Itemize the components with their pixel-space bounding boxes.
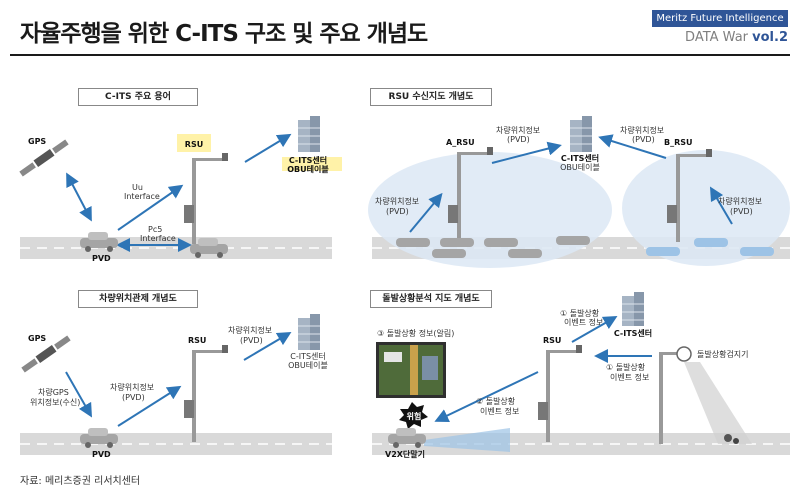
car-info-pvd: (PVD): [122, 393, 145, 402]
rsu-pole-icon: [667, 149, 712, 242]
page-title: 자율주행을 위한 C-ITS 구조 및 주요 개념도: [20, 21, 428, 47]
obu-table-label: OBU테이블: [288, 360, 328, 370]
right-cloud-pvd: (PVD): [730, 207, 753, 216]
v2x-terminal-label: V2X단말기: [385, 449, 425, 459]
rsu-highlight: [177, 134, 211, 152]
rsu-pole-icon: [184, 153, 228, 244]
uu-interface-label: Interface: [124, 192, 160, 201]
step1-label: ① 돌발상황: [560, 308, 600, 318]
panel-incident-analysis-map: RSU C-ITS센터 돌발상황검지기: [372, 292, 790, 459]
obu-table-label: OBU테이블: [560, 162, 600, 172]
car-icon: [388, 428, 426, 448]
left-cloud-pvd: (PVD): [386, 207, 409, 216]
rsu-center-arrow: [244, 133, 292, 163]
pc5-interface-label: Interface: [140, 234, 176, 243]
step2-label: ② 돌발상황: [476, 396, 516, 406]
detector-msg-label: ① 돌발상황: [606, 362, 646, 372]
series-prefix: DATA War: [685, 30, 753, 45]
reception-cloud-b: [622, 150, 790, 266]
left-cloud-label: 차량위치정보: [375, 196, 419, 206]
a-rsu-to-center-arrow: [491, 141, 562, 164]
building-icon: [298, 314, 320, 350]
gps-info-sub: 위치정보(수신): [30, 397, 80, 407]
car-icon: [80, 428, 118, 448]
step3-label: ③ 돌발상황 정보(알림): [377, 328, 454, 338]
panel2-title: RSU 수신지도 개념도: [370, 88, 492, 106]
pc5-label: Pc5: [148, 225, 162, 234]
panel4-title: 돌발상황분석 지도 개념도: [370, 290, 492, 308]
danger-label: 위험: [407, 411, 422, 421]
gps-car-arrow: [66, 172, 92, 222]
rsu-label: RSU: [185, 140, 203, 149]
center-label: C-ITS센터: [561, 153, 599, 163]
rsu-to-vehicle-arrow: [434, 371, 539, 422]
navigation-screen-image: [376, 342, 446, 398]
rsu-pole-icon: [448, 147, 493, 242]
right-cloud-label: 차량위치정보: [718, 196, 762, 206]
series-label: DATA War vol.2: [685, 30, 788, 45]
car-group-gray: [396, 236, 590, 258]
obu-table-label: OBU테이블: [287, 164, 329, 174]
rsu-pole-icon: [538, 345, 582, 442]
rsu-to-center-arrow: [243, 331, 292, 361]
building-icon: [622, 292, 644, 326]
pvd-label: PVD: [92, 450, 111, 459]
source-note: 자료: 메리츠증권 리서치센터: [20, 476, 141, 487]
header-rule: [10, 54, 790, 56]
detector-label: 돌발상황검지기: [697, 349, 749, 359]
panel-vehicle-location-control: GPS RSU C-ITS센터 OBU테이블 차량GPS 위치정보(수신) 차량…: [20, 314, 332, 459]
rsu-info-label: 차량위치정보: [228, 325, 272, 335]
car-group-blue: [646, 238, 774, 256]
pvd-label: PVD: [92, 254, 111, 263]
rsu-info-pvd: (PVD): [240, 336, 263, 345]
satellite-icon: [19, 139, 69, 177]
panel-rsu-reception-map: A_RSU B_RSU C-ITS센터 OBU테이블 차량위치정보 (PVD) …: [368, 116, 790, 268]
cloud-b-arrow: [709, 186, 733, 225]
detector-msg-sub: 이벤트 정보: [610, 372, 649, 382]
panel3-title: 차량위치관제 개념도: [78, 290, 198, 308]
uu-arrow: [117, 184, 184, 231]
building-icon: [570, 116, 592, 152]
step2-sub: 이벤트 정보: [480, 406, 519, 416]
center-label: C-ITS센터: [614, 328, 652, 338]
b-rsu-label: B_RSU: [664, 138, 693, 147]
series-volume: vol.2: [752, 30, 788, 45]
incident-detector-icon: [659, 346, 752, 444]
gps-to-car-arrow: [65, 371, 92, 418]
left-info-label: 차량위치정보: [496, 125, 540, 135]
gps-label: GPS: [28, 137, 46, 146]
center-label: C-ITS센터: [290, 351, 326, 361]
brand-badge: Meritz Future Intelligence: [652, 10, 788, 27]
satellite-icon: [21, 335, 71, 373]
rsu-label: RSU: [543, 336, 561, 345]
gps-label: GPS: [28, 334, 46, 343]
panel-c-its-terms: GPS RSU C-ITS센터 OBU테이블 Uu Interface Pc5 …: [19, 116, 342, 263]
center-label: C-ITS센터: [289, 155, 327, 165]
a-rsu-label: A_RSU: [446, 138, 475, 147]
panel1-title: C-ITS 주요 용어: [78, 88, 198, 106]
right-info-label: 차량위치정보: [620, 125, 664, 135]
reception-cloud-a: [368, 152, 612, 268]
b-rsu-to-center-arrow: [598, 134, 667, 159]
step1-sub: 이벤트 정보: [564, 317, 603, 327]
gps-info-label: 차량GPS: [38, 387, 69, 397]
rsu-label: RSU: [188, 336, 206, 345]
car-icon: [80, 232, 118, 252]
cloud-a-arrow: [409, 192, 443, 233]
uu-label: Uu: [132, 183, 143, 192]
center-highlight: [282, 157, 342, 171]
rsu-to-center-arrow: [571, 316, 618, 343]
rsu-pole-icon: [184, 345, 228, 442]
right-info-pvd: (PVD): [632, 135, 655, 144]
building-icon: [298, 116, 320, 152]
left-info-pvd: (PVD): [507, 135, 530, 144]
car-icon: [190, 238, 228, 258]
v2x-beam: [424, 428, 510, 452]
danger-badge: 위험: [399, 402, 428, 429]
car-to-rsu-arrow: [117, 385, 182, 427]
car-info-label: 차량위치정보: [110, 382, 154, 392]
